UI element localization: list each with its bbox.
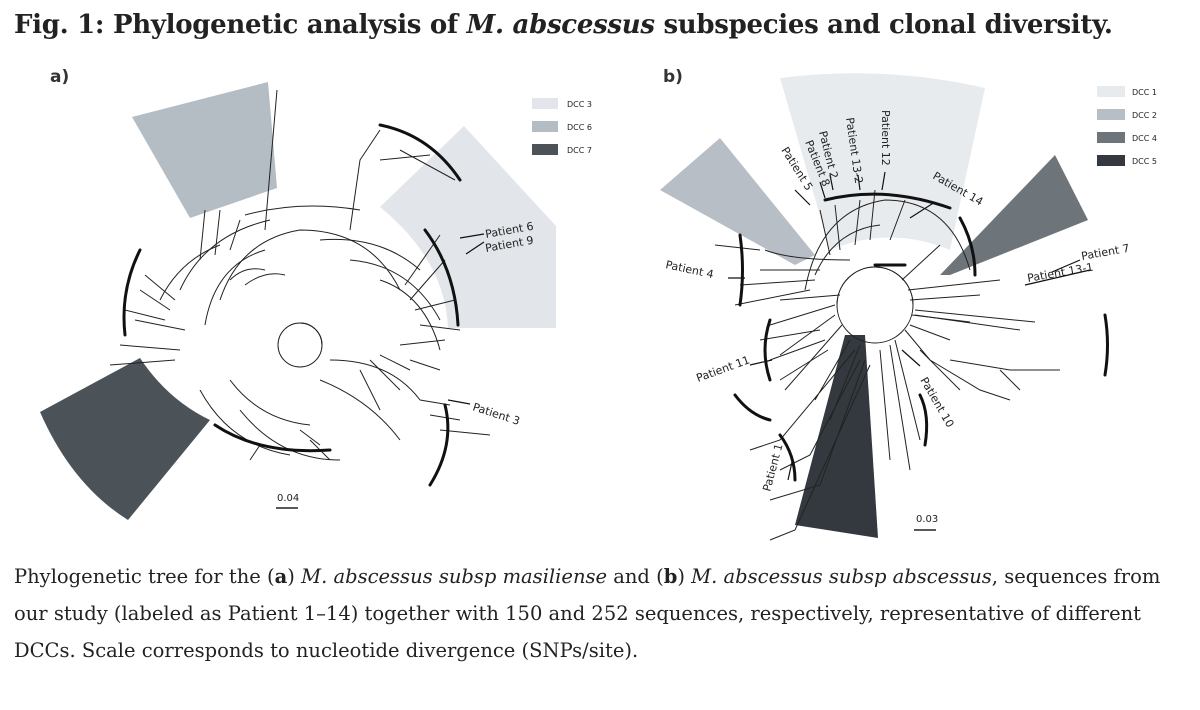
wedge-dcc4 [940,155,1088,275]
legend-label-dcc2: DCC 2 [1132,111,1157,120]
legend-swatch-dcc7 [532,144,558,155]
caption-panel-a-ref: a [274,565,288,588]
legend-label-dcc1: DCC 1 [1132,88,1157,97]
caption-text-2: ) [287,565,302,588]
panel-a: a) [0,60,592,550]
wedge-dcc5 [795,335,878,538]
caption-panel-b-ref: b [663,565,678,588]
caption-text-3: and ( [607,565,664,588]
figure-title: Fig. 1: Phylogenetic analysis of M. absc… [14,10,1113,40]
legend-label-dcc6: DCC 6 [567,123,592,132]
caption-text-4: ) [677,565,692,588]
caption-text-1: Phylogenetic tree for the ( [14,565,275,588]
legend-label-dcc7: DCC 7 [567,146,592,155]
legend-a: DCC 3 DCC 6 DCC 7 [532,98,592,155]
label-patient-3: Patient 3 [471,400,521,427]
panel-b-label: b) [663,67,683,87]
tree-b-tips [733,192,1109,482]
figure-title-prefix: Fig. 1: Phylogenetic analysis of [14,10,467,40]
legend-swatch-dcc1 [1097,86,1125,97]
wedge-dcc7 [40,358,210,520]
figure-title-italic: M. abscessus [466,10,655,40]
legend-swatch-dcc4 [1097,132,1125,143]
tree-b-branches [714,189,1060,541]
legend-label-dcc3: DCC 3 [567,100,592,109]
wedge-dcc2 [660,138,815,265]
tree-b-patient-arrows [728,171,1091,481]
panel-b: b) [620,60,1200,550]
legend-label-dcc4: DCC 4 [1132,134,1157,143]
tree-a-patient-arrows [447,233,485,405]
legend-swatch-dcc3 [532,98,558,109]
legend-label-dcc5: DCC 5 [1132,157,1157,166]
figure-caption: Phylogenetic tree for the (a) M. abscess… [14,558,1189,669]
wedge-dcc6 [132,82,277,218]
panel-a-label: a) [50,67,69,87]
caption-species-b: M. abscessus subsp abscessus [691,565,992,588]
label-patient-1: Patient 1 [760,442,785,492]
figure-title-suffix: subspecies and clonal diversity. [654,10,1113,40]
label-patient-11: Patient 11 [695,354,752,385]
label-patient-13-1: Patient 13-1 [1026,261,1094,285]
caption-species-a: M. abscessus subsp masiliense [301,565,608,588]
tree-a-tips [122,123,462,487]
legend-swatch-dcc5 [1097,155,1125,166]
scale-label-b: 0.03 [916,514,938,525]
tree-b-svg: b) [660,67,1157,541]
legend-swatch-dcc2 [1097,109,1125,120]
legend-b: DCC 1 DCC 2 DCC 4 DCC 5 [1097,86,1157,166]
tree-a-branches [109,89,491,461]
label-patient-12: Patient 12 [879,110,892,166]
scale-label-a: 0.04 [277,493,299,504]
legend-swatch-dcc6 [532,121,558,132]
tree-a-svg: a) [40,67,592,520]
wedge-dcc1 [780,73,985,250]
label-patient-7: Patient 7 [1080,242,1130,263]
caption-text-5: , sequences from our study (labeled as P… [14,565,1161,662]
label-patient-4: Patient 4 [664,258,714,281]
wedge-dcc3 [380,126,556,328]
